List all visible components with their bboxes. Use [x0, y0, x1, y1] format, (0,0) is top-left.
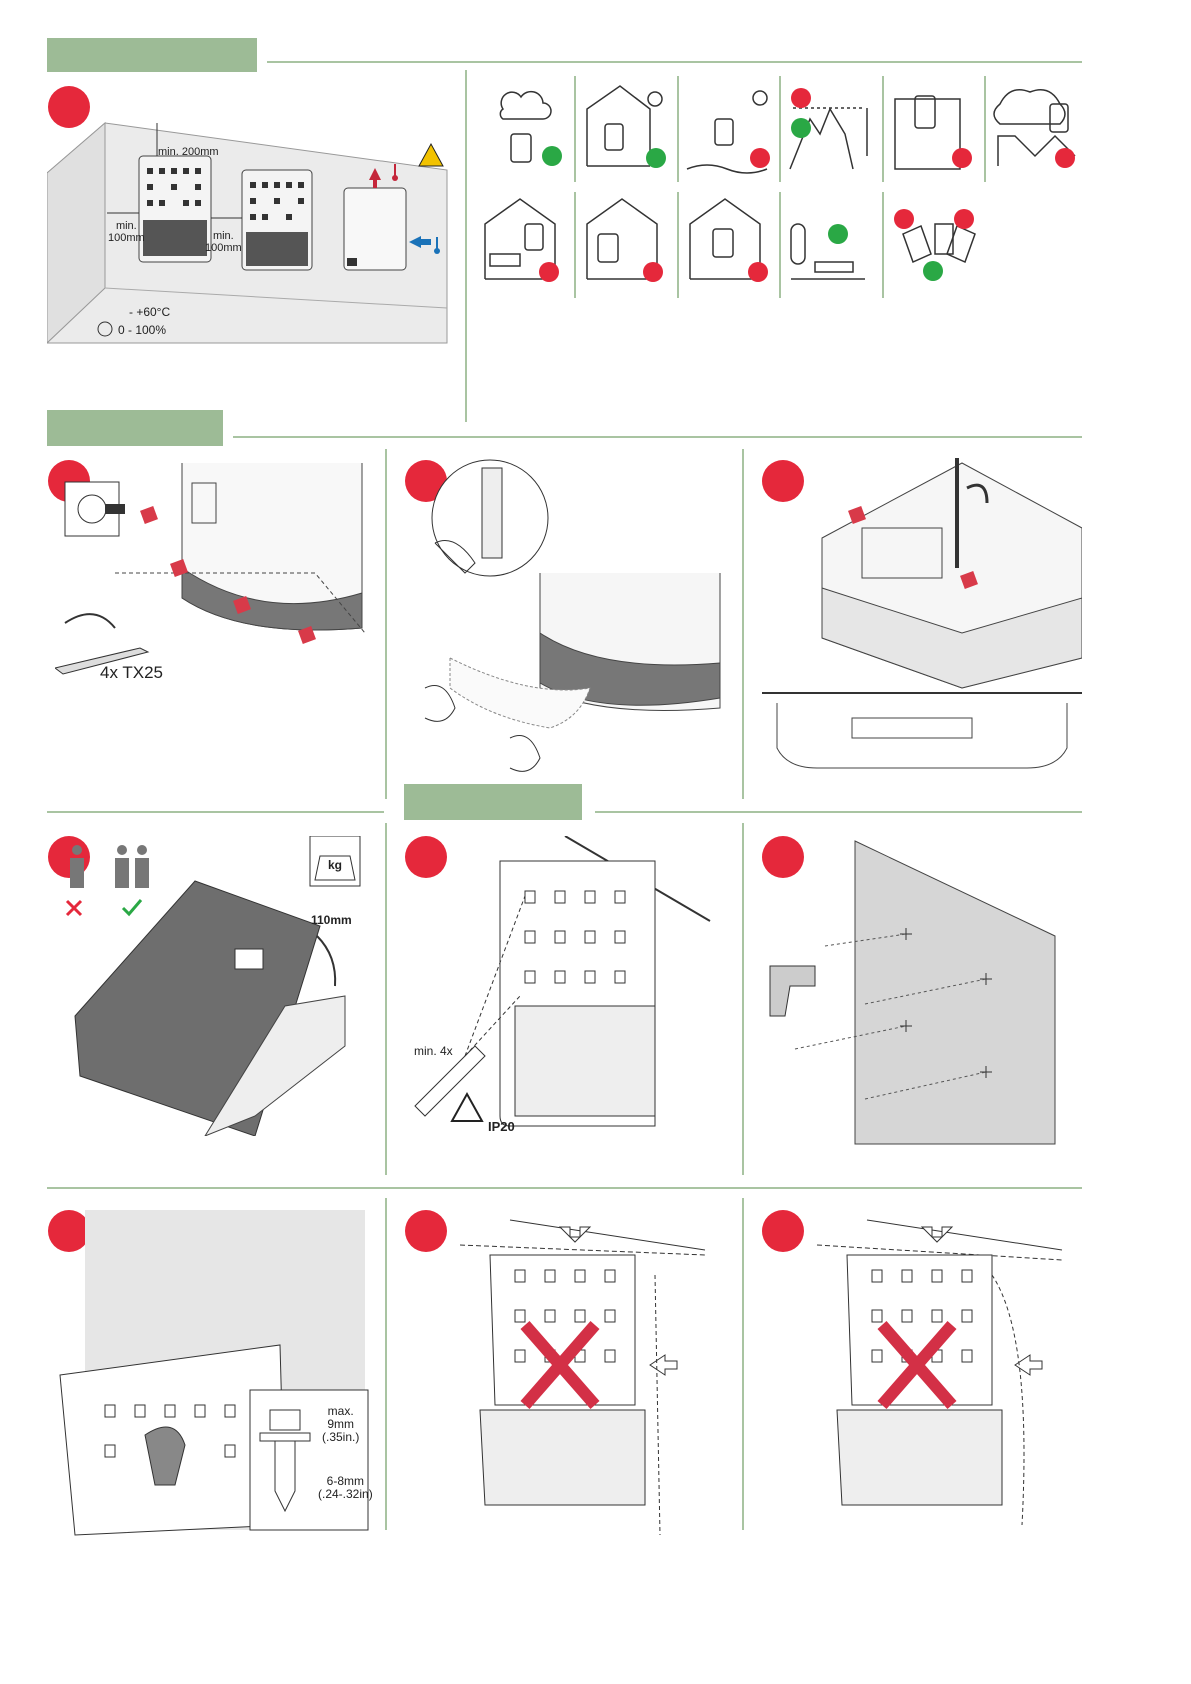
divider [595, 811, 1082, 813]
location-icon-grid [475, 74, 1085, 304]
divider [233, 436, 1082, 438]
divider [742, 823, 744, 1175]
lift-height-label: 110mm [311, 913, 352, 927]
weight-icon: kg [328, 858, 342, 872]
wrong-mount-illustration-b [757, 1215, 1087, 1540]
remove-screws-illustration [762, 458, 1082, 778]
min-left-label: min. 100mm [108, 220, 145, 244]
tool-label: 4x TX25 [100, 663, 163, 683]
remove-cover-illustration [55, 458, 375, 698]
drill-wall-illustration [765, 836, 1085, 1146]
mark-holes-illustration [405, 836, 735, 1136]
divider [465, 70, 467, 422]
section-header-location [47, 38, 257, 72]
ip-rating-label: IP20 [488, 1119, 515, 1134]
min-points-label: min. 4x [414, 1044, 453, 1058]
screw-depth-label: max. 9mm (.35in.) [322, 1405, 359, 1444]
divider [385, 449, 387, 799]
section-header-mount [404, 784, 582, 820]
divider [742, 449, 744, 799]
wrong-mount-illustration-a [400, 1215, 730, 1540]
divider [385, 823, 387, 1175]
screw-diameter-label: 6-8mm (.24-.32in) [318, 1475, 373, 1501]
detach-cover-illustration [410, 458, 735, 778]
divider [385, 1198, 387, 1530]
temperature-label: - +60°C [129, 305, 170, 319]
divider [267, 61, 1082, 63]
divider [47, 1187, 1082, 1189]
divider [47, 811, 384, 813]
divider [742, 1198, 744, 1530]
min-top-label: min. 200mm [158, 146, 219, 158]
humidity-label: 0 - 100% [118, 323, 166, 337]
lift-cover-illustration [55, 836, 375, 1136]
min-mid-label: min. 100mm [205, 230, 242, 254]
section-header-open [47, 410, 223, 446]
